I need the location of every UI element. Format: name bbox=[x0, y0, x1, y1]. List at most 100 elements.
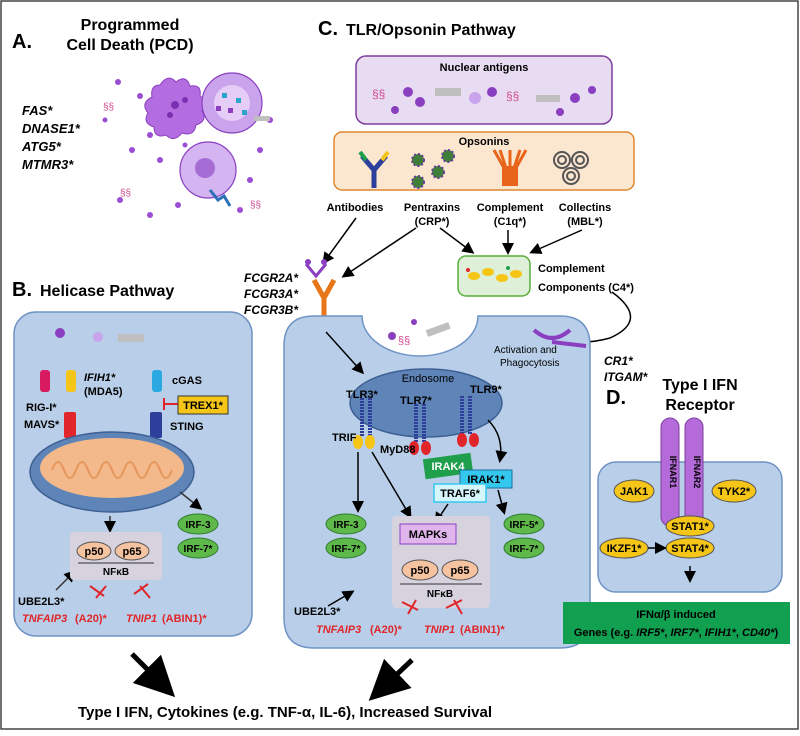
panel-a-title-line1: Programmed bbox=[81, 17, 180, 34]
svg-text:§§: §§ bbox=[398, 335, 410, 347]
helicase-p65 bbox=[114, 541, 150, 561]
myd88-adaptor-right bbox=[421, 441, 431, 455]
helicase-p50-label: p50 bbox=[85, 546, 104, 558]
mda5-label: (MDA5) bbox=[84, 386, 123, 398]
helicase-tnip1: TNIP1 bbox=[126, 613, 157, 625]
complement-sub: (C1q*) bbox=[494, 216, 527, 228]
tlr-irf3 bbox=[325, 513, 367, 535]
complement-components-line2: Components (C4*) bbox=[538, 282, 634, 294]
necrotic-cell-icon bbox=[201, 72, 263, 134]
tlr9-label: TLR9* bbox=[470, 384, 503, 396]
output-arrows bbox=[130, 652, 414, 701]
ifih1-label: IFIH1* bbox=[84, 372, 116, 384]
complement-components-box bbox=[457, 255, 531, 297]
myd88b-adaptor-right bbox=[469, 433, 479, 447]
helicase-p50 bbox=[76, 541, 112, 561]
jak1-label: JAK1 bbox=[620, 486, 648, 498]
panel-c-letter: C. bbox=[318, 18, 338, 40]
pcd-gene-dnase1: DNASE1* bbox=[22, 121, 81, 136]
cr1-receptor-icon bbox=[532, 328, 572, 340]
trif-label: TRIF bbox=[332, 432, 357, 444]
mavs-label: MAVS* bbox=[24, 419, 60, 431]
tlr-irf7-label: IRF-7* bbox=[332, 544, 361, 555]
tlr-p50 bbox=[401, 559, 439, 581]
fcgr2a-label: FCGR2A* bbox=[244, 271, 299, 285]
mavs-protein bbox=[64, 412, 76, 438]
panel-a-title-line2: Cell Death (PCD) bbox=[66, 37, 193, 54]
tlr7-label: TLR7* bbox=[400, 395, 433, 407]
endosome-label: Endosome bbox=[402, 373, 455, 385]
helicase-tnfaip3: TNFAIP3 bbox=[22, 613, 67, 625]
helicase-irf7-label: IRF-7* bbox=[184, 544, 213, 555]
tlr-ube2l3-label: UBE2L3* bbox=[294, 606, 341, 618]
ifn-induced-prefix: Genes (e.g. bbox=[574, 627, 636, 639]
helicase-irf3-label: IRF-3 bbox=[186, 520, 211, 531]
sting-protein bbox=[150, 412, 162, 438]
nuclear-antigens-label: Nuclear antigens bbox=[440, 62, 529, 74]
tlr-abin1: (ABIN1)* bbox=[460, 624, 505, 636]
cr1-receptor-stalk bbox=[551, 340, 587, 348]
antibodies-label: Antibodies bbox=[327, 202, 384, 214]
panel-a-letter: A. bbox=[12, 31, 32, 53]
phagocytosis-cup-contents: §§ bbox=[388, 319, 451, 347]
mda5-sensor bbox=[66, 370, 76, 392]
ifnar1-label: IFNAR1 bbox=[668, 456, 678, 489]
pentraxins-sub: (CRP*) bbox=[415, 216, 450, 228]
activation-line2: Phagocytosis bbox=[500, 358, 559, 369]
collectin-icon bbox=[553, 151, 589, 185]
svg-text:§§: §§ bbox=[250, 200, 261, 211]
nuclear-antigens-box: Nuclear antigens §§ §§ bbox=[355, 55, 613, 125]
helicase-cell-particles bbox=[55, 328, 144, 342]
stat1-node bbox=[665, 515, 715, 537]
ifnar2-label: IFNAR2 bbox=[692, 456, 702, 489]
pentraxins-label: Pentraxins bbox=[404, 202, 460, 214]
activation-line1: Activation and bbox=[494, 345, 557, 356]
myd88-label: MyD88 bbox=[380, 444, 415, 456]
helicase-inhibitors bbox=[89, 583, 151, 599]
tlr7-receptor bbox=[414, 404, 426, 442]
panel-c-title: TLR/Opsonin Pathway bbox=[346, 22, 516, 39]
panel-c-header: C. TLR/Opsonin Pathway bbox=[318, 18, 516, 40]
svg-text:§§: §§ bbox=[120, 188, 131, 199]
tlr3-label: TLR3* bbox=[346, 389, 379, 401]
helicase-abin1: (ABIN1)* bbox=[162, 613, 207, 625]
fcgr3b-label: FCGR3B* bbox=[244, 303, 299, 317]
tlr-p65-label: p65 bbox=[451, 565, 470, 577]
stat4-label: STAT4* bbox=[671, 543, 709, 555]
helicase-p65-label: p65 bbox=[123, 546, 142, 558]
ifn-induced-line2: Genes (e.g. IRF5*, IRF7*, IFIH1*, CD40*) bbox=[574, 627, 779, 639]
apoptotic-cell-icon bbox=[144, 77, 206, 139]
tlr-arrows bbox=[327, 419, 508, 607]
mitochondrion-icon bbox=[29, 431, 195, 513]
complement-components-line1: Complement bbox=[538, 263, 605, 275]
helicase-irf7 bbox=[177, 537, 219, 559]
panel-d-title-line1: Type I IFN bbox=[662, 377, 737, 394]
tlr3-receptor bbox=[360, 398, 372, 436]
complement-label: Complement bbox=[477, 202, 544, 214]
panel-d-header: D. Type I IFN Receptor bbox=[606, 377, 738, 414]
induced-gene-cd40: CD40* bbox=[742, 627, 775, 639]
tlr-irf5-label: IRF-5* bbox=[510, 520, 539, 531]
panel-b-header: B. Helicase Pathway bbox=[12, 279, 174, 301]
debris-particles: §§ §§ §§ bbox=[102, 79, 273, 218]
ifn-induced-genes-box bbox=[563, 602, 790, 644]
ikzf1-label: IKZF1* bbox=[607, 543, 643, 555]
cgas-sensor bbox=[152, 370, 162, 392]
induced-gene-irf5: IRF5* bbox=[636, 627, 665, 639]
tlr-nfkb-label: NFκB bbox=[427, 589, 453, 600]
trif-adaptor-left bbox=[353, 435, 363, 449]
irak1-label: IRAK1* bbox=[467, 474, 505, 486]
stat1-label: STAT1* bbox=[671, 521, 709, 533]
tlr-tnfaip3: TNFAIP3 bbox=[316, 624, 361, 636]
cr1-label: CR1* bbox=[604, 354, 634, 368]
tyk2-label: TYK2* bbox=[718, 486, 751, 498]
collectins-sub: (MBL*) bbox=[567, 216, 603, 228]
c1q-icon bbox=[492, 149, 528, 186]
tlr-inhibitors bbox=[401, 599, 463, 615]
collectins-label: Collectins bbox=[559, 202, 612, 214]
pcd-gene-fas: FAS* bbox=[22, 103, 53, 118]
footer-outcome: Type I IFN, Cytokines (e.g. TNF-α, IL-6)… bbox=[78, 704, 492, 721]
